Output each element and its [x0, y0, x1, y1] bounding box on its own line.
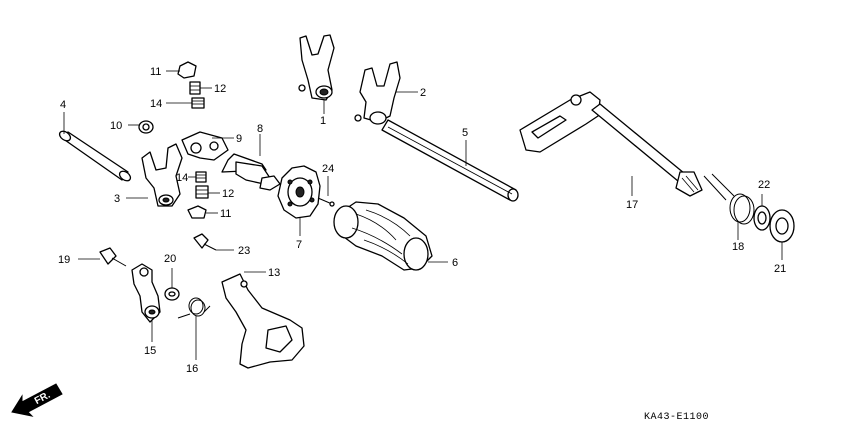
- callout-3: 3: [114, 193, 120, 205]
- front-arrow-icon: FR.: [11, 383, 63, 417]
- callout-14-upper: 14: [150, 98, 162, 110]
- callout-5: 5: [462, 127, 468, 139]
- spring-14-upper: [191, 97, 205, 109]
- callout-20: 20: [164, 253, 176, 265]
- stopper-arm-9: [181, 131, 229, 161]
- callout-18: 18: [732, 241, 744, 253]
- callout-16: 16: [186, 363, 198, 375]
- shift-fork-3: [141, 143, 183, 207]
- washer-22: [753, 205, 771, 231]
- callout-6: 6: [452, 257, 458, 269]
- bolt-19: [99, 247, 127, 267]
- callout-7: 7: [296, 239, 302, 251]
- callout-1: 1: [320, 115, 326, 127]
- callout-11-lower: 11: [220, 208, 231, 220]
- callout-11-upper: 11: [150, 66, 161, 78]
- callout-21: 21: [774, 263, 786, 275]
- callout-14-lower: 14: [176, 172, 188, 184]
- shift-fork-1: [298, 34, 335, 101]
- shift-drum-cam-7: [277, 165, 321, 219]
- callout-23: 23: [238, 245, 250, 257]
- callout-10: 10: [110, 120, 122, 132]
- bolt-23: [193, 233, 217, 251]
- spring-12-upper: [189, 81, 201, 95]
- callout-8: 8: [257, 123, 263, 135]
- callout-labels: 1 2 3 4 5 6 7 8 9 10 11 11 12 12 13 14 1…: [58, 66, 786, 375]
- fork-shaft-5: [381, 119, 519, 202]
- gearshift-spindle-17: [519, 91, 703, 197]
- callout-12-lower: 12: [222, 188, 234, 200]
- callout-13: 13: [268, 267, 280, 279]
- callout-24: 24: [322, 163, 334, 175]
- callout-15: 15: [144, 345, 156, 357]
- callout-9: 9: [236, 133, 242, 145]
- callout-2: 2: [420, 87, 426, 99]
- bolt-10: [138, 120, 154, 134]
- shift-drum-6: [333, 201, 433, 271]
- callout-4: 4: [60, 99, 66, 111]
- callout-17: 17: [626, 199, 638, 211]
- washer-21: [769, 209, 795, 243]
- pin-8: [221, 153, 281, 191]
- callout-12-upper: 12: [214, 83, 226, 95]
- pin-24: [317, 197, 335, 207]
- plate-13: [221, 273, 305, 369]
- drawing-code: KA43-E1100: [644, 412, 709, 423]
- cap-11-upper: [177, 61, 197, 79]
- callout-22: 22: [758, 179, 770, 191]
- callout-19: 19: [58, 254, 70, 266]
- spring-14-lower: [195, 171, 207, 183]
- shift-fork-2: [354, 61, 401, 125]
- spring-16: [177, 297, 211, 319]
- washer-20: [164, 287, 180, 301]
- spring-12-lower: [195, 185, 209, 199]
- leader-lines: [63, 70, 783, 360]
- cap-11-lower: [187, 205, 207, 219]
- return-spring-18: [703, 173, 755, 225]
- stopper-arm-15: [131, 263, 161, 323]
- guide-pin-4: [58, 130, 132, 182]
